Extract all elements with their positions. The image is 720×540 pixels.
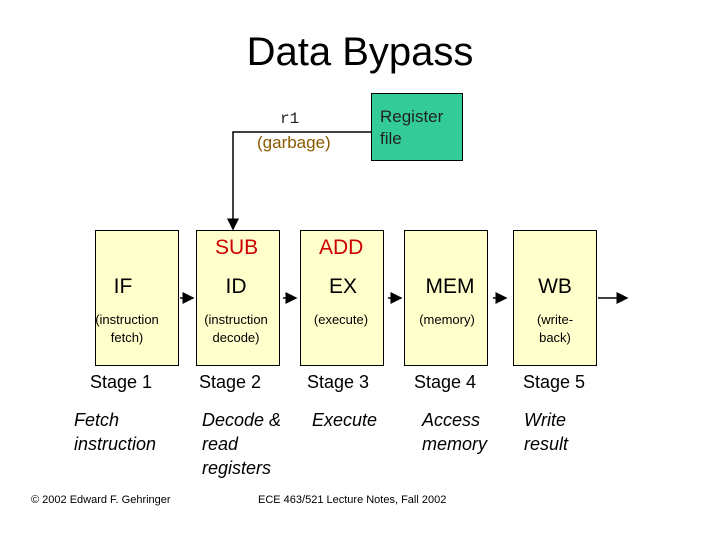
register-file-label-1: Register: [380, 107, 444, 126]
stage-name-mem: MEM: [425, 275, 475, 298]
stage-name-if: IF: [113, 275, 133, 298]
page-title: Data Bypass: [246, 30, 474, 74]
bypass-register-label: r1: [280, 110, 300, 128]
stage-desc-if: (instruction fetch): [72, 311, 182, 347]
course-footer: ECE 463/521 Lecture Notes, Fall 2002: [258, 494, 447, 506]
stage-action-if-1: Fetch: [74, 410, 120, 430]
stage-name-ex: EX: [328, 275, 357, 298]
stage-box-wb: [513, 230, 597, 366]
stage-number-4: Stage 4: [414, 372, 477, 392]
register-file-box: Register file: [371, 93, 463, 161]
stage-action-wb: Write result: [524, 408, 568, 456]
stage-desc-ex-1: (execute): [313, 312, 369, 327]
stage-action-ex: Execute: [312, 408, 377, 432]
stage-action-ex-1: Execute: [312, 410, 378, 430]
stage-action-if: Fetch instruction: [74, 408, 156, 456]
stage-action-id-3: registers: [202, 458, 272, 478]
stage-box-id: [196, 230, 280, 366]
bypass-wire: [227, 131, 371, 231]
stage-number-3: Stage 3: [307, 372, 370, 392]
stage-action-id-1: Decode &: [202, 410, 282, 430]
stage-name-id: ID: [225, 275, 247, 298]
stage-action-id-2: read: [202, 434, 239, 454]
bypass-value-label: (garbage): [257, 133, 331, 152]
ex-op-label: ADD: [319, 236, 364, 259]
stage-action-mem: Access memory: [422, 408, 487, 456]
stage-desc-id-1: (instruction: [204, 312, 268, 327]
stage-number-2: Stage 2: [199, 372, 262, 392]
stage-desc-wb: (write-back): [500, 311, 610, 347]
stage-desc-mem-1: (memory): [419, 312, 475, 327]
stage-desc-wb-2: back): [539, 330, 571, 345]
register-file-label-2: file: [380, 129, 402, 148]
stage-desc-id: (instruction decode): [181, 311, 291, 347]
stage-desc-if-2: fetch): [110, 330, 144, 345]
stage-box-ex: [300, 230, 384, 366]
stage-desc-ex: (execute): [286, 311, 396, 329]
stage-action-wb-2: result: [524, 434, 569, 454]
stage-name-wb: WB: [538, 275, 572, 298]
stage-action-mem-2: memory: [422, 434, 488, 454]
id-op-label: SUB: [215, 236, 259, 259]
stage-box-if: [95, 230, 179, 366]
stage-desc-id-2: decode): [212, 330, 260, 345]
stage-desc-wb-1: (write-: [536, 312, 574, 327]
copyright-footer: © 2002 Edward F. Gehringer: [31, 494, 171, 506]
stage-action-wb-1: Write: [524, 410, 566, 430]
stage-desc-if-1: (instruction: [95, 312, 159, 327]
stage-number-5: Stage 5: [523, 372, 586, 392]
stage-number-1: Stage 1: [90, 372, 153, 392]
stage-action-mem-1: Access: [422, 410, 481, 430]
stage-action-if-2: instruction: [74, 434, 157, 454]
stage-box-mem: [404, 230, 488, 366]
stage-action-id: Decode & read registers: [202, 408, 281, 480]
stage-desc-mem: (memory): [392, 311, 502, 329]
